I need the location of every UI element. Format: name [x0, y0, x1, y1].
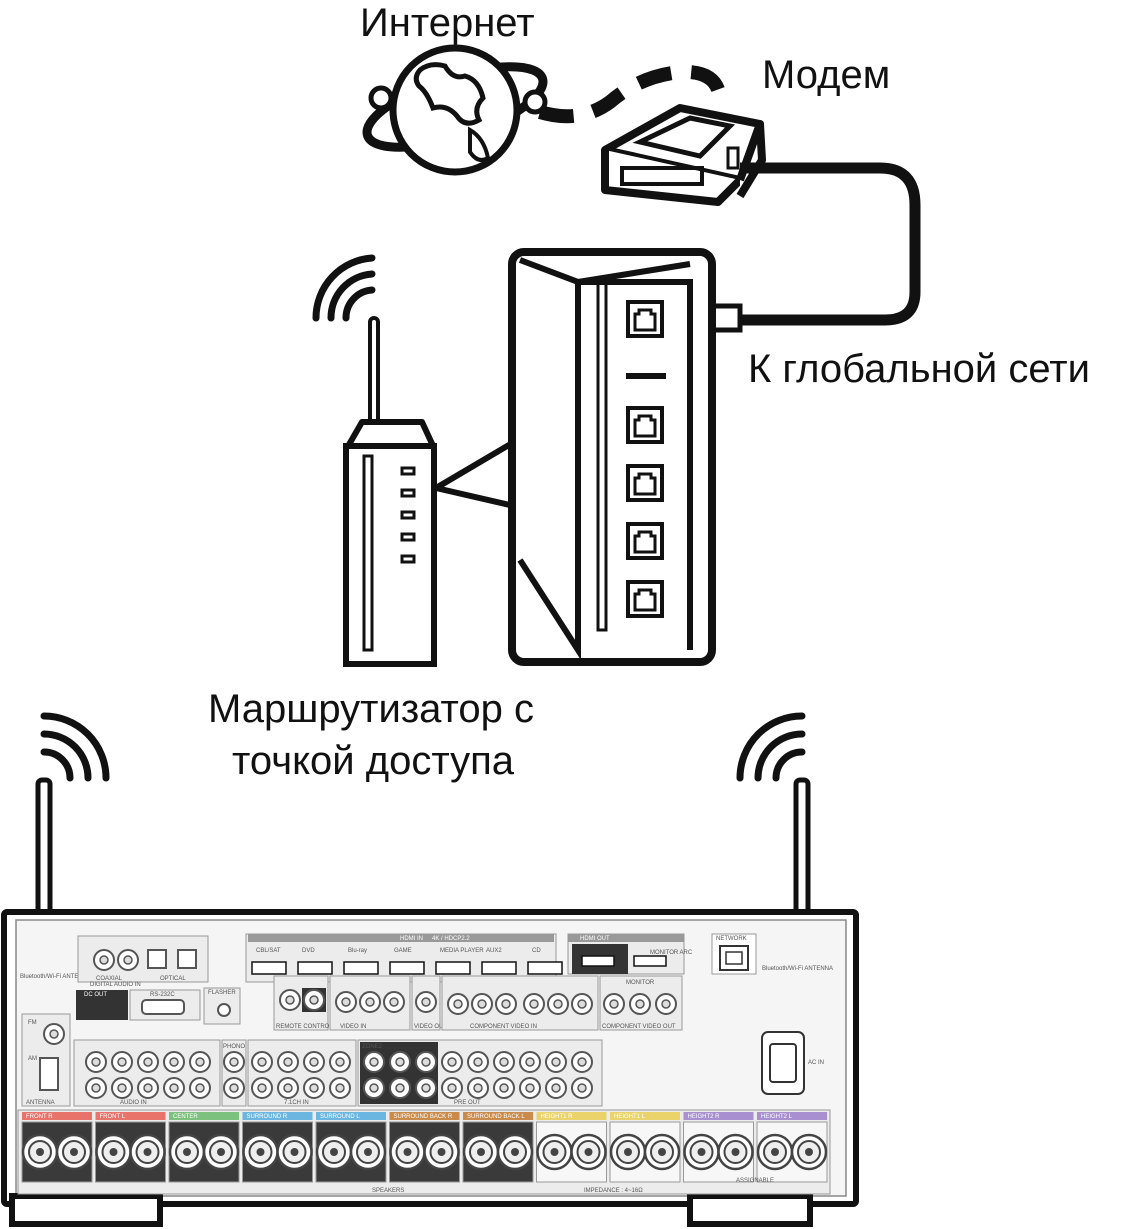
speaker-group-label: HEIGHT1 L [614, 1114, 646, 1120]
coaxial-label: COAXIAL [96, 976, 123, 982]
ethernet-port-icon [626, 464, 664, 502]
digital-audio-in-label: DIGITAL AUDIO IN [90, 982, 141, 988]
ethernet-port-icon [626, 580, 664, 618]
ethernet-port-icon [626, 522, 664, 560]
hdmi-input-label: CBL/SAT [256, 948, 281, 954]
router-icon [343, 316, 437, 667]
router-label-line1: Маршрутизатор с [208, 687, 534, 731]
wan-cable [740, 162, 921, 326]
speaker-group: SURROUND L [315, 1112, 387, 1183]
ethernet-port-icon [626, 406, 664, 444]
speaker-group-label: CENTER [173, 1114, 198, 1120]
speaker-group: HEIGHT1 L [609, 1112, 681, 1183]
monitor-label: MONITOR [626, 980, 655, 986]
wifi-waves-icon [736, 712, 806, 782]
dc-out-label: DC OUT [84, 992, 107, 998]
monitor-arc-label: MONITOR ARC [650, 950, 693, 956]
modem-icon [601, 104, 766, 206]
speaker-group: SURROUND BACK R [389, 1112, 460, 1183]
speaker-group-label: SURROUND R [247, 1114, 288, 1120]
speaker-group-label: FRONT L [100, 1114, 126, 1120]
globe-icon [362, 44, 548, 176]
wan-label: К глобальной сети [748, 347, 1090, 391]
pre-out-label: PRE OUT [454, 1100, 481, 1106]
speaker-group: SURROUND R [242, 1112, 313, 1183]
ch71-in-label: 7.1CH IN [284, 1100, 309, 1106]
router-label-line2: точкой доступа [232, 739, 514, 783]
speaker-group: FRONT R [21, 1112, 93, 1183]
zone2-label: ZONE2 [362, 1044, 383, 1050]
speaker-group-label: HEIGHT2 L [761, 1114, 793, 1120]
speaker-group-label: SURROUND BACK L [467, 1114, 525, 1120]
network-label: NETWORK [716, 936, 747, 942]
speaker-group-label: HEIGHT2 R [688, 1114, 721, 1120]
remote-control-label: REMOTE CONTROL [276, 1024, 333, 1030]
speaker-group: FRONT L [95, 1112, 166, 1183]
phono-label: PHONO [223, 1044, 245, 1050]
speakers-label: SPEAKERS [372, 1188, 404, 1194]
hdmi-input-label: DVD [302, 948, 315, 954]
internet-label: Интернет [360, 1, 535, 45]
impedance-label: IMPEDANCE : 4~16Ω [584, 1188, 643, 1194]
router-ports-detail [508, 248, 716, 666]
antenna-label: ANTENNA [26, 1100, 55, 1106]
hdmi-port [297, 961, 333, 975]
receiver-icon: HDMI IN 4K / HDCP2.2 CBL/SAT DVD Blu-ray GA… [1, 909, 859, 1227]
speaker-group: HEIGHT1 R [536, 1112, 607, 1183]
video-in-label: VIDEO IN [340, 1024, 366, 1030]
hdmi-port [251, 961, 287, 975]
speaker-group-label: SURROUND BACK R [394, 1114, 453, 1120]
ac-in-label: AC IN [808, 1060, 824, 1066]
modem-label: Модем [762, 53, 891, 97]
wifi-waves-icon [312, 254, 376, 322]
assignable-label: ASSIGNABLE [736, 1178, 774, 1184]
hdmi-input-label: Blu-ray [348, 948, 367, 954]
optical-label: OPTICAL [160, 976, 186, 982]
speaker-terminals: FRONT R FRONT L CENTER SURROUND R SURROUND L… [21, 1112, 828, 1183]
hdmi-spec-label: 4K / HDCP2.2 [432, 936, 470, 942]
hdmi-out-label: HDMI OUT [580, 936, 610, 942]
wifi-waves-icon [40, 712, 110, 782]
speaker-group: HEIGHT2 L [756, 1112, 828, 1183]
internet-link [537, 64, 727, 124]
video-out-label: VIDEO OUT [414, 1024, 447, 1030]
speaker-group-label: FRONT R [26, 1114, 53, 1120]
speaker-group-label: SURROUND L [320, 1114, 360, 1120]
ethernet-port-icon [626, 300, 664, 338]
bt-antenna-label-right: Bluetooth/Wi-Fi ANTENNA [762, 966, 833, 972]
hdmi-input-label: AUX2 [486, 948, 502, 954]
hdmi-port [389, 961, 425, 975]
component-video-in-label: COMPONENT VIDEO IN [470, 1024, 537, 1030]
hdmi-port [435, 961, 471, 975]
speaker-group: SURROUND BACK L [462, 1112, 534, 1183]
hdmi-port [343, 961, 379, 975]
hdmi-input-label: MEDIA PLAYER [440, 948, 484, 954]
flasher-label: FLASHER [208, 990, 236, 996]
hdmi-port [527, 961, 563, 975]
bt-antenna-label-left: Bluetooth/Wi-Fi ANTENNA [20, 974, 91, 980]
hdmi-input-label: CD [532, 948, 541, 954]
speaker-group-label: HEIGHT1 R [541, 1114, 574, 1120]
speaker-group: CENTER [168, 1112, 240, 1183]
hdmi-in-label: HDMI IN [400, 936, 423, 942]
component-video-out-label: COMPONENT VIDEO OUT [602, 1024, 676, 1030]
rs232c-label: RS-232C [150, 992, 175, 998]
am-label: AM [28, 1056, 37, 1062]
speaker-group: HEIGHT2 R [683, 1112, 754, 1183]
audio-in-label: AUDIO IN [120, 1100, 147, 1106]
hdmi-port [481, 961, 517, 975]
fm-label: FM [28, 1020, 37, 1026]
hdmi-input-label: GAME [394, 948, 412, 954]
